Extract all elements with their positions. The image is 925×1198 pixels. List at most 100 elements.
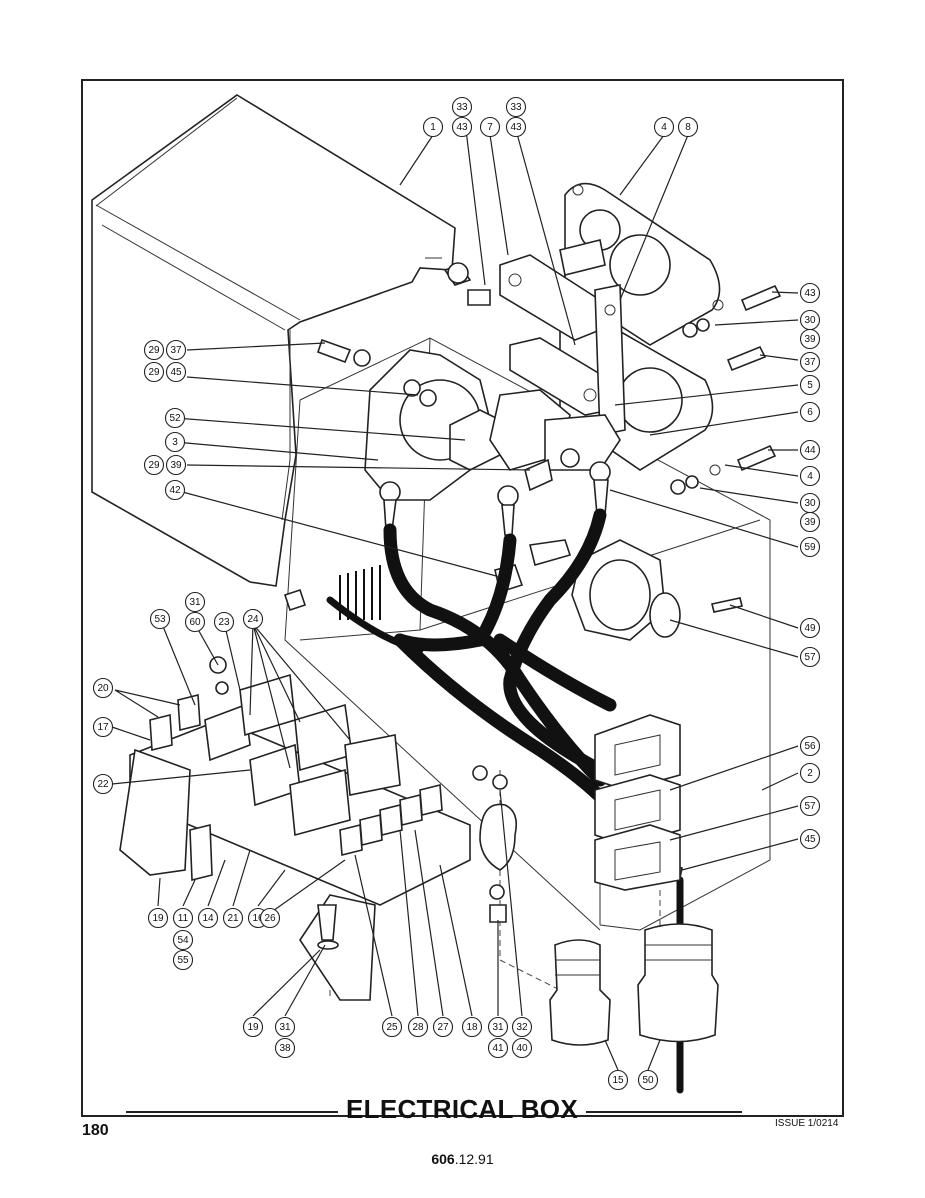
callout-label: 50 [642,1075,654,1086]
callout-19: 19 [147,907,169,929]
callout-45: 45 [799,828,821,850]
harness-connectors [594,714,681,891]
callout-circle [164,407,186,429]
callout-circle [92,716,114,738]
callout-circle [799,439,821,461]
callout-circle [677,116,699,138]
callout-circle [274,1016,296,1038]
callout-39: 39 [165,454,187,476]
callout-label: 45 [804,834,816,845]
callout-31: 31 [487,1016,509,1038]
callout-label: 4 [807,471,813,482]
callout-label: 37 [170,345,182,356]
callout-circle [799,282,821,304]
callout-circle [242,608,264,630]
callout-29: 29 [143,454,165,476]
diagram-frame [81,79,844,1117]
callout-15: 15 [607,1069,629,1091]
callout-label: 52 [169,413,181,424]
callout-circle [432,1016,454,1038]
callout-circle [149,608,171,630]
callout-label: 60 [189,617,201,628]
issue-label: ISSUE 1/0214 [775,1118,839,1129]
callout-label: 18 [466,1022,478,1033]
callout-label: 31 [492,1022,504,1033]
callout-circle [799,374,821,396]
callout-circle [242,1016,264,1038]
callout-label: 7 [487,122,493,133]
callout-42: 42 [164,479,186,501]
title-rule-right [586,1111,742,1113]
callout-57: 57 [799,646,821,668]
callout-label: 27 [437,1022,449,1033]
callout-label: 38 [279,1043,291,1054]
callout-circle [653,116,675,138]
document-reference-bold: 606 [431,1151,455,1167]
callout-6: 6 [799,401,821,423]
callout-circle [164,479,186,501]
callout-39: 39 [799,328,821,350]
callout-label: 45 [170,367,182,378]
cable-glands [549,923,719,1046]
bus-bars [499,254,626,436]
callout-circle [799,735,821,757]
callout-label: 22 [97,779,109,790]
keyhole-slot [479,803,518,871]
callout-circle [407,1016,429,1038]
callout-39: 39 [799,511,821,533]
callout-label: 40 [516,1043,528,1054]
callout-circle [505,116,527,138]
callout-label: 6 [807,407,813,418]
callout-5: 5 [799,374,821,396]
callout-label: 21 [227,913,239,924]
leader-lines [111,129,799,1071]
callout-circle [799,795,821,817]
callout-circle [511,1016,533,1038]
callout-label: 29 [148,367,160,378]
callout-label: 14 [202,913,214,924]
callout-circle [487,1037,509,1059]
callout-label: 49 [804,623,816,634]
callout-label: 24 [247,614,259,625]
callout-circle [92,773,114,795]
document-reference-rest: .12.91 [454,1151,494,1167]
callout-label: 55 [177,955,189,966]
callout-59: 59 [799,536,821,558]
callout-26: 26 [259,907,281,929]
callout-circle [479,116,501,138]
callout-label: 30 [804,315,816,326]
callout-44: 44 [799,439,821,461]
callout-circle [451,116,473,138]
callout-27: 27 [432,1016,454,1038]
callout-circle [147,907,169,929]
callout-label: 19 [247,1022,259,1033]
enclosure-lid [91,94,456,587]
callout-11: 11 [172,907,194,929]
battery-connector [571,539,681,641]
callout-31: 31 [274,1016,296,1038]
callout-circle [799,762,821,784]
callout-circle [143,339,165,361]
callout-19: 19 [242,1016,264,1038]
callout-label: 8 [685,122,691,133]
callout-28: 28 [407,1016,429,1038]
callout-label: 28 [412,1022,424,1033]
callout-53: 53 [149,608,171,630]
callout-label: 4 [661,122,667,133]
callout-41: 41 [487,1037,509,1059]
callout-label: 43 [456,122,468,133]
callout-20: 20 [92,677,114,699]
callout-circle [213,611,235,633]
callout-label: 33 [510,102,522,113]
callout-33: 33 [451,96,473,118]
callout-label: 19 [152,913,164,924]
callout-circle [799,536,821,558]
main-relay [364,349,621,501]
callout-43: 43 [799,282,821,304]
callout-circle [505,96,527,118]
cable-lugs [379,461,611,536]
callout-17: 17 [92,716,114,738]
callout-circle [143,361,165,383]
callout-label: 26 [264,913,276,924]
